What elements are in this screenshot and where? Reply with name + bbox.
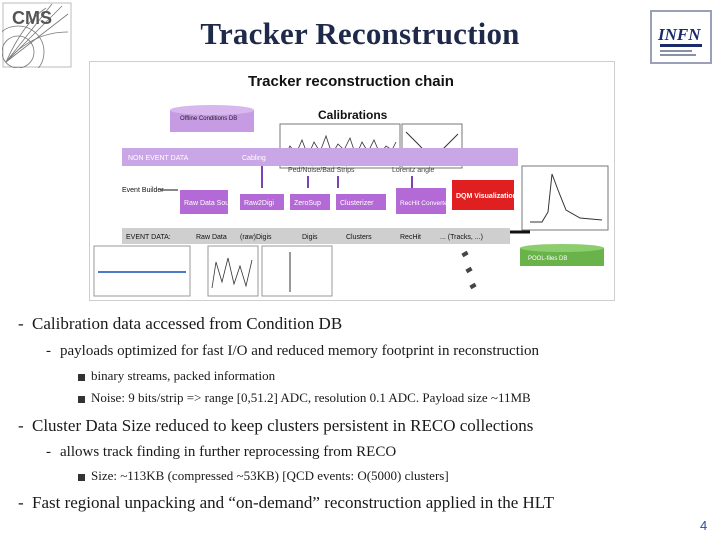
non-event-data-label: NON EVENT DATA	[128, 155, 189, 162]
event-data-label: EVENT DATA:	[126, 234, 171, 241]
dqm-visualization-label: DQM Visualization	[456, 193, 517, 200]
bullet-1-1-1: binary streams, packed information	[78, 368, 275, 384]
bullet-2-1-1: Size: ~113KB (compressed ~53KB) [QCD eve…	[78, 468, 449, 484]
event-builder-label: Event Builder	[122, 187, 164, 194]
event-data-band	[122, 228, 510, 244]
rechit-label: RecHit	[400, 234, 421, 241]
cabling-label: Cabling	[242, 155, 266, 162]
raw-digis-label: (raw)Digis	[240, 234, 272, 241]
dqm-histogram	[521, 165, 609, 231]
rechit-converter-box	[396, 188, 446, 214]
bullet-1-1: -payloads optimized for fast I/O and red…	[46, 343, 540, 359]
lower-plot-thumbnails	[93, 245, 477, 297]
figure-title: Tracker reconstruction chain	[248, 73, 454, 90]
non-event-data-band	[122, 148, 518, 166]
offline-db-label: Offline Conditions DB	[180, 116, 237, 122]
square-bullet-icon	[78, 473, 85, 481]
raw-data-label: Raw Data	[196, 234, 227, 241]
clusterizer-box	[336, 194, 386, 210]
bullet-1-1-2: Noise: 9 bits/strip => range [0,51.2] AD…	[78, 390, 531, 406]
cms-logo: CMS	[0, 2, 72, 79]
dqm-visualization-box	[452, 180, 514, 210]
cms-logo-text: CMS	[12, 8, 52, 28]
calibrations-label: Calibrations	[318, 108, 388, 122]
ped-noise-label: Ped/Noise/Bad Strips	[288, 167, 355, 174]
pool-files-db-icon: POOL-files DB	[510, 230, 604, 266]
dash-icon: -	[18, 493, 24, 512]
tracks-label: ... (Tracks, ...)	[440, 234, 483, 241]
clusters-label: Clusters	[346, 234, 372, 241]
raw-data-source-box	[180, 190, 228, 214]
dash-icon: -	[18, 416, 24, 435]
dash-icon: -	[46, 343, 51, 359]
raw-data-source-label: Raw Data Source	[184, 200, 239, 207]
digis-label: Digis	[302, 234, 318, 241]
dash-icon: -	[46, 444, 51, 460]
pool-files-label: POOL-files DB	[528, 256, 567, 262]
bullet-2: -Cluster Data Size reduced to keep clust…	[18, 416, 534, 435]
dash-icon: -	[18, 314, 24, 333]
square-bullet-icon	[78, 373, 85, 381]
page-number: 4	[700, 518, 708, 533]
bullet-1: -Calibration data accessed from Conditio…	[18, 314, 343, 333]
clusterizer-label: Clusterizer	[340, 200, 374, 207]
lorentz-label: Lorentz angle	[392, 167, 435, 174]
slide-title: Tracker Reconstruction	[200, 16, 520, 51]
infn-logo: INFN	[650, 10, 712, 64]
reconstruction-chain-figure: Tracker reconstruction chain Offline Con…	[89, 61, 615, 301]
bullet-2-1: -allows track finding in further reproce…	[46, 444, 397, 460]
bullet-3: -Fast regional unpacking and “on-demand”…	[18, 493, 554, 512]
offline-db-icon: Offline Conditions DB	[170, 105, 254, 132]
zerosup-box	[290, 194, 330, 210]
raw2digi-label: Raw2Digi	[244, 200, 274, 207]
rechit-converter-label: RecHit Converter	[400, 200, 451, 207]
zerosup-label: ZeroSup	[294, 200, 321, 207]
square-bullet-icon	[78, 395, 85, 403]
raw2digi-box	[240, 194, 284, 210]
svg-text:INFN: INFN	[657, 25, 701, 44]
